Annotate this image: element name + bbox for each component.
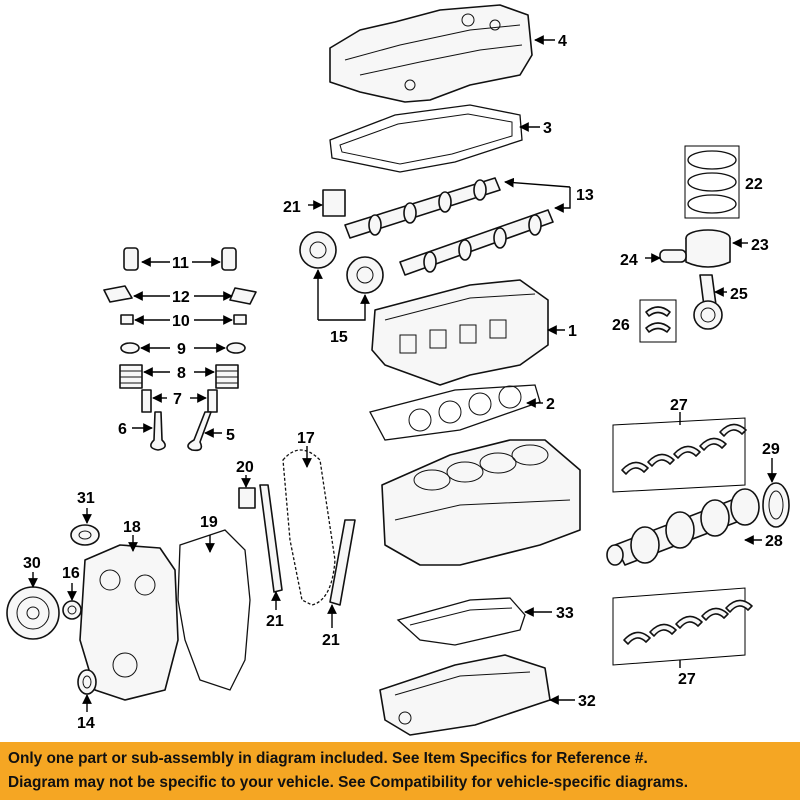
- crankshaft-main-bearings-upper: [612, 417, 747, 493]
- callout-13: 13: [576, 187, 594, 204]
- callout-30: 30: [23, 555, 41, 572]
- callout-3: 3: [543, 120, 552, 137]
- callout-27-upper: 27: [670, 397, 688, 414]
- piston: [685, 229, 731, 268]
- callout-15: 15: [330, 329, 348, 346]
- callout-21-left: 21: [266, 613, 284, 630]
- camshafts: [344, 177, 554, 276]
- cylinder-head: [371, 279, 549, 386]
- callout-4: 4: [558, 33, 567, 50]
- crankshaft-sprocket: [62, 600, 82, 620]
- piston-pin: [659, 249, 687, 263]
- piston-rings: [684, 145, 740, 219]
- callout-18: 18: [123, 519, 141, 536]
- oil-pan-baffle: [396, 597, 526, 646]
- water-pump-sprocket: [70, 524, 100, 546]
- callout-17: 17: [297, 430, 315, 447]
- timing-chain-guide-bracket: [322, 189, 346, 217]
- callout-27-lower: 27: [678, 671, 696, 688]
- engine-block: [381, 439, 581, 566]
- callout-29: 29: [762, 441, 780, 458]
- callout-6: 6: [118, 421, 127, 438]
- disclaimer-line-2: Diagram may not be specific to your vehi…: [8, 774, 688, 791]
- timing-cover-gasket: [177, 529, 251, 691]
- valve-cover: [329, 4, 533, 103]
- connecting-rod-bearings: [639, 299, 677, 343]
- callout-5: 5: [226, 427, 235, 444]
- callout-12: 12: [172, 289, 190, 306]
- callout-2: 2: [546, 396, 555, 413]
- callout-25: 25: [730, 286, 748, 303]
- timing-chain-guide-right: [329, 519, 356, 606]
- callout-23: 23: [751, 237, 769, 254]
- engine-parts-diagram: 4 3 13 21 15 1 2 22 23 24 25 26 27 29 28…: [6, 4, 790, 736]
- crankshaft-rear-seal: [762, 482, 790, 528]
- disclaimer-line-1: Only one part or sub-assembly in diagram…: [8, 750, 648, 767]
- callout-32: 32: [578, 693, 596, 710]
- timing-chain-tensioner: [238, 487, 256, 509]
- camshaft-actuators: [299, 231, 384, 294]
- crankshaft: [606, 488, 760, 566]
- callout-21-top: 21: [283, 199, 301, 216]
- timing-chain-guide-left: [259, 484, 283, 593]
- callout-24: 24: [620, 252, 638, 269]
- cylinder-head-gasket: [369, 384, 541, 441]
- callout-1: 1: [568, 323, 577, 340]
- valve-cover-gasket: [329, 104, 523, 173]
- callout-20: 20: [236, 459, 254, 476]
- disclaimer-banner: Only one part or sub-assembly in diagram…: [0, 742, 800, 800]
- callout-21-right: 21: [322, 632, 340, 649]
- crankshaft-front-seal: [77, 669, 97, 695]
- valve-train-components: [103, 247, 257, 413]
- callout-7: 7: [173, 391, 182, 408]
- callout-33: 33: [556, 605, 574, 622]
- callout-26: 26: [612, 317, 630, 334]
- callout-11: 11: [172, 255, 189, 272]
- callout-16: 16: [62, 565, 80, 582]
- connecting-rod: [693, 274, 723, 330]
- callout-10: 10: [172, 313, 190, 330]
- crankshaft-pulley: [6, 586, 60, 640]
- callout-28: 28: [765, 533, 783, 550]
- callout-14: 14: [77, 715, 95, 732]
- callout-31: 31: [77, 490, 95, 507]
- timing-chain: [282, 449, 336, 606]
- oil-pan: [379, 654, 551, 736]
- crankshaft-main-bearings-lower: [612, 587, 753, 666]
- callout-8: 8: [177, 365, 186, 382]
- callout-22: 22: [745, 176, 763, 193]
- intake-exhaust-valves: [150, 411, 212, 452]
- callout-9: 9: [177, 341, 186, 358]
- timing-cover: [79, 544, 179, 701]
- callout-19: 19: [200, 514, 218, 531]
